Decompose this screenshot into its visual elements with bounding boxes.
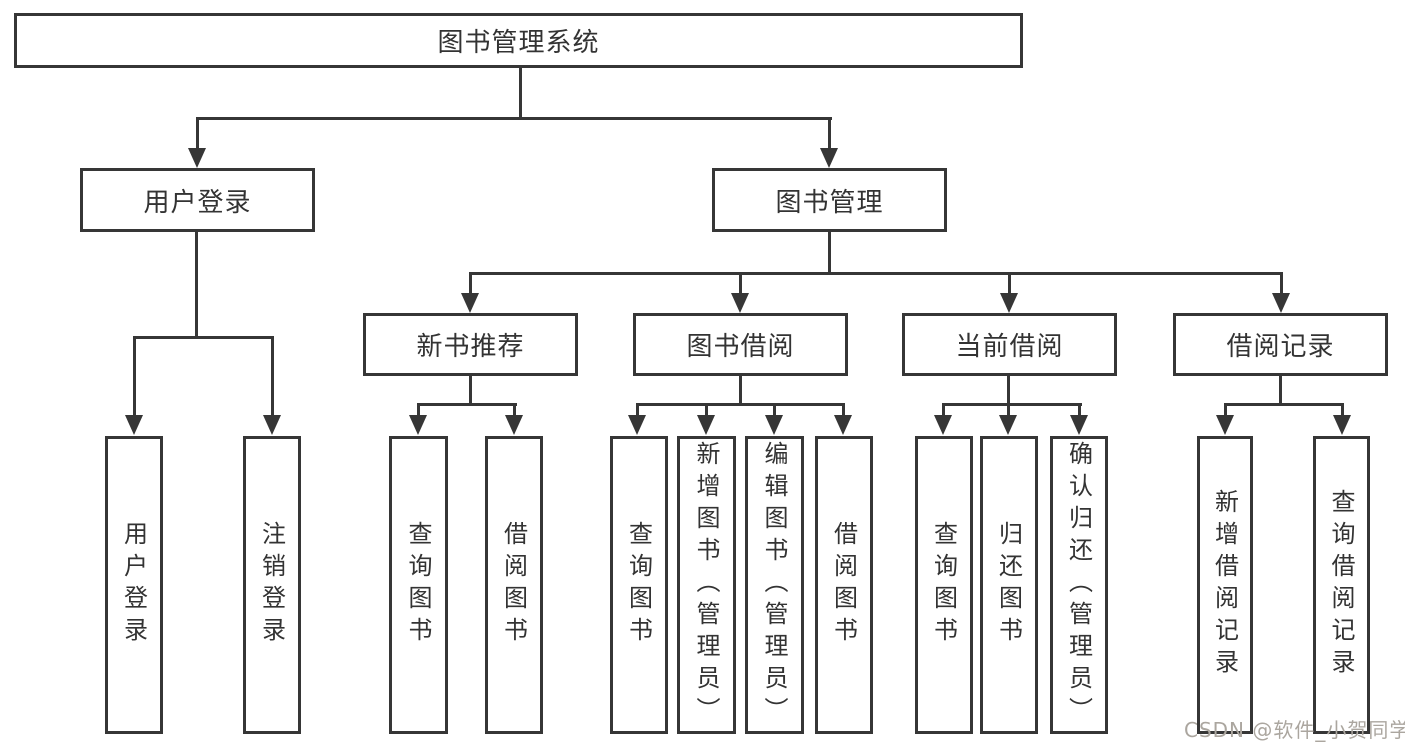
leaf-borrow-books-recommend: 借阅图书 bbox=[485, 436, 543, 734]
arrowhead-down-icon bbox=[820, 148, 838, 168]
leaf-query-books-borrow: 查询图书 bbox=[610, 436, 668, 734]
node-new-book-recommend: 新书推荐 bbox=[363, 313, 578, 376]
node-label: 图书管理系统 bbox=[437, 28, 600, 58]
connector-line bbox=[513, 403, 516, 418]
arrowhead-down-icon bbox=[1070, 415, 1088, 435]
node-label: 查询图书 bbox=[624, 521, 653, 649]
node-label: 编辑图书（管理员） bbox=[760, 441, 788, 729]
arrowhead-down-icon bbox=[461, 293, 479, 313]
leaf-query-books-recommend: 查询图书 bbox=[389, 436, 448, 734]
connector-line bbox=[1078, 403, 1081, 418]
connector-line bbox=[828, 230, 831, 274]
connector-line bbox=[636, 403, 845, 406]
connector-line bbox=[1007, 374, 1010, 405]
connector-line bbox=[1279, 374, 1282, 405]
connector-line bbox=[417, 403, 517, 406]
node-label: 注销登录 bbox=[257, 521, 286, 649]
connector-line bbox=[1224, 403, 1227, 418]
watermark: CSDN @软件_小贺同学 bbox=[1184, 718, 1405, 742]
connector-line bbox=[1008, 272, 1011, 296]
connector-line bbox=[1280, 272, 1283, 296]
node-label: 借阅图书 bbox=[829, 521, 858, 649]
node-borrow-records: 借阅记录 bbox=[1173, 313, 1388, 376]
connector-line bbox=[739, 272, 742, 296]
connector-line bbox=[942, 403, 945, 418]
connector-line bbox=[705, 403, 708, 418]
leaf-add-books-admin: 新增图书（管理员） bbox=[677, 436, 736, 734]
connector-line bbox=[519, 66, 522, 119]
node-current-borrow: 当前借阅 bbox=[902, 313, 1117, 376]
leaf-borrow-books: 借阅图书 bbox=[815, 436, 873, 734]
node-label: 归还图书 bbox=[994, 521, 1023, 649]
node-root: 图书管理系统 bbox=[14, 13, 1023, 68]
arrowhead-down-icon bbox=[1216, 415, 1234, 435]
leaf-confirm-return-admin: 确认归还（管理员） bbox=[1050, 436, 1108, 734]
node-label: 查询图书 bbox=[929, 521, 958, 649]
arrowhead-down-icon bbox=[1272, 293, 1290, 313]
node-label: 当前借阅 bbox=[955, 332, 1064, 362]
arrowhead-down-icon bbox=[505, 415, 523, 435]
arrowhead-down-icon bbox=[697, 415, 715, 435]
arrowhead-down-icon bbox=[628, 415, 646, 435]
arrowhead-down-icon bbox=[834, 415, 852, 435]
connector-line bbox=[469, 374, 472, 405]
node-label: 图书借阅 bbox=[686, 332, 795, 362]
node-label: 图书管理 bbox=[775, 187, 884, 218]
connector-line bbox=[195, 230, 198, 338]
leaf-return-books: 归还图书 bbox=[980, 436, 1038, 734]
leaf-user-login: 用户登录 bbox=[105, 436, 163, 734]
node-label: 新增图书（管理员） bbox=[692, 441, 720, 729]
connector-line bbox=[133, 336, 136, 418]
connector-line bbox=[469, 272, 472, 296]
leaf-add-borrow-record: 新增借阅记录 bbox=[1197, 436, 1253, 734]
connector-line bbox=[1007, 403, 1010, 418]
node-label: 借阅记录 bbox=[1226, 332, 1335, 362]
connector-line bbox=[271, 336, 274, 418]
connector-line bbox=[196, 117, 832, 120]
connector-line bbox=[828, 117, 831, 153]
arrowhead-down-icon bbox=[731, 293, 749, 313]
node-book-borrow: 图书借阅 bbox=[633, 313, 848, 376]
node-label: 新增借阅记录 bbox=[1210, 489, 1239, 681]
connector-line bbox=[842, 403, 845, 418]
node-label: 新书推荐 bbox=[416, 332, 525, 362]
connector-line bbox=[739, 374, 742, 405]
connector-line bbox=[1224, 403, 1344, 406]
arrowhead-down-icon bbox=[188, 148, 206, 168]
node-label: 用户登录 bbox=[143, 187, 252, 218]
arrowhead-down-icon bbox=[409, 415, 427, 435]
arrowhead-down-icon bbox=[125, 415, 143, 435]
arrowhead-down-icon bbox=[765, 415, 783, 435]
connector-line bbox=[636, 403, 639, 418]
node-label: 用户登录 bbox=[119, 521, 148, 649]
node-label: 借阅图书 bbox=[499, 521, 528, 649]
leaf-query-borrow-record: 查询借阅记录 bbox=[1313, 436, 1370, 734]
node-label: 确认归还（管理员） bbox=[1064, 441, 1093, 729]
leaf-query-books-current: 查询图书 bbox=[915, 436, 973, 734]
node-label: 查询图书 bbox=[404, 521, 432, 649]
leaf-edit-books-admin: 编辑图书（管理员） bbox=[745, 436, 804, 734]
connector-line bbox=[773, 403, 776, 418]
node-label: 查询借阅记录 bbox=[1327, 489, 1355, 681]
connector-line bbox=[417, 403, 420, 418]
arrowhead-down-icon bbox=[263, 415, 281, 435]
arrowhead-down-icon bbox=[999, 415, 1017, 435]
node-book-management: 图书管理 bbox=[712, 168, 947, 232]
node-user-login: 用户登录 bbox=[80, 168, 315, 232]
arrowhead-down-icon bbox=[934, 415, 952, 435]
connector-line bbox=[942, 403, 1082, 406]
leaf-logout: 注销登录 bbox=[243, 436, 301, 734]
arrowhead-down-icon bbox=[1000, 293, 1018, 313]
connector-line bbox=[1341, 403, 1344, 418]
connector-line bbox=[133, 336, 274, 339]
connector-line bbox=[196, 117, 199, 153]
connector-line bbox=[469, 272, 1283, 275]
arrowhead-down-icon bbox=[1333, 415, 1351, 435]
